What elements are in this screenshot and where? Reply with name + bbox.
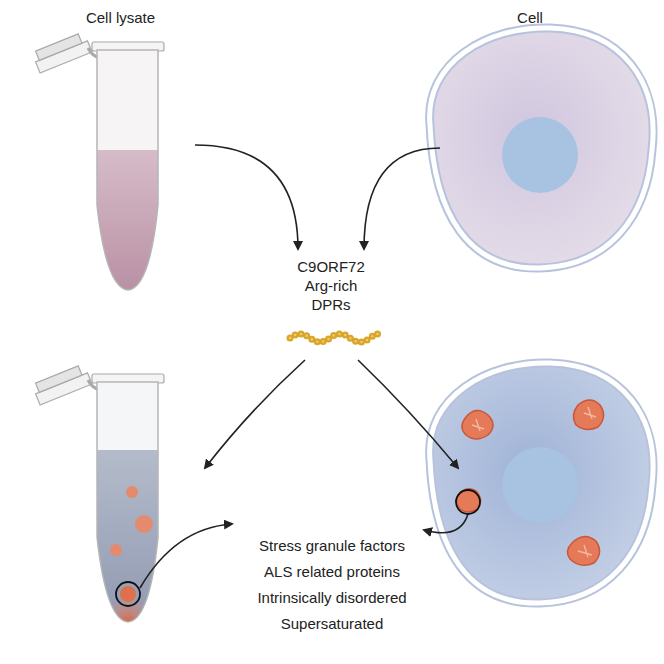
node-text: Intrinsically disordered bbox=[222, 585, 442, 611]
curved-arrow bbox=[364, 148, 440, 249]
node-text: Cell lysate bbox=[46, 8, 195, 27]
tube-illustration-node: Cell lysate bbox=[20, 8, 195, 298]
node-text: ALS related proteins bbox=[222, 559, 442, 585]
curved-arrow bbox=[195, 145, 298, 249]
node-text: Stress granule factors bbox=[222, 533, 442, 559]
cell-illustration-node: Cell bbox=[440, 8, 620, 278]
dpr-label-node: C9ORF72 Arg-rich DPRs bbox=[290, 257, 372, 314]
node-text: Supersaturated bbox=[222, 611, 442, 637]
node-text: C9ORF72 Arg-rich DPRs bbox=[290, 257, 372, 314]
node-text: Cell bbox=[440, 8, 620, 27]
property-list-node: Stress granule factorsALS related protei… bbox=[222, 533, 442, 637]
